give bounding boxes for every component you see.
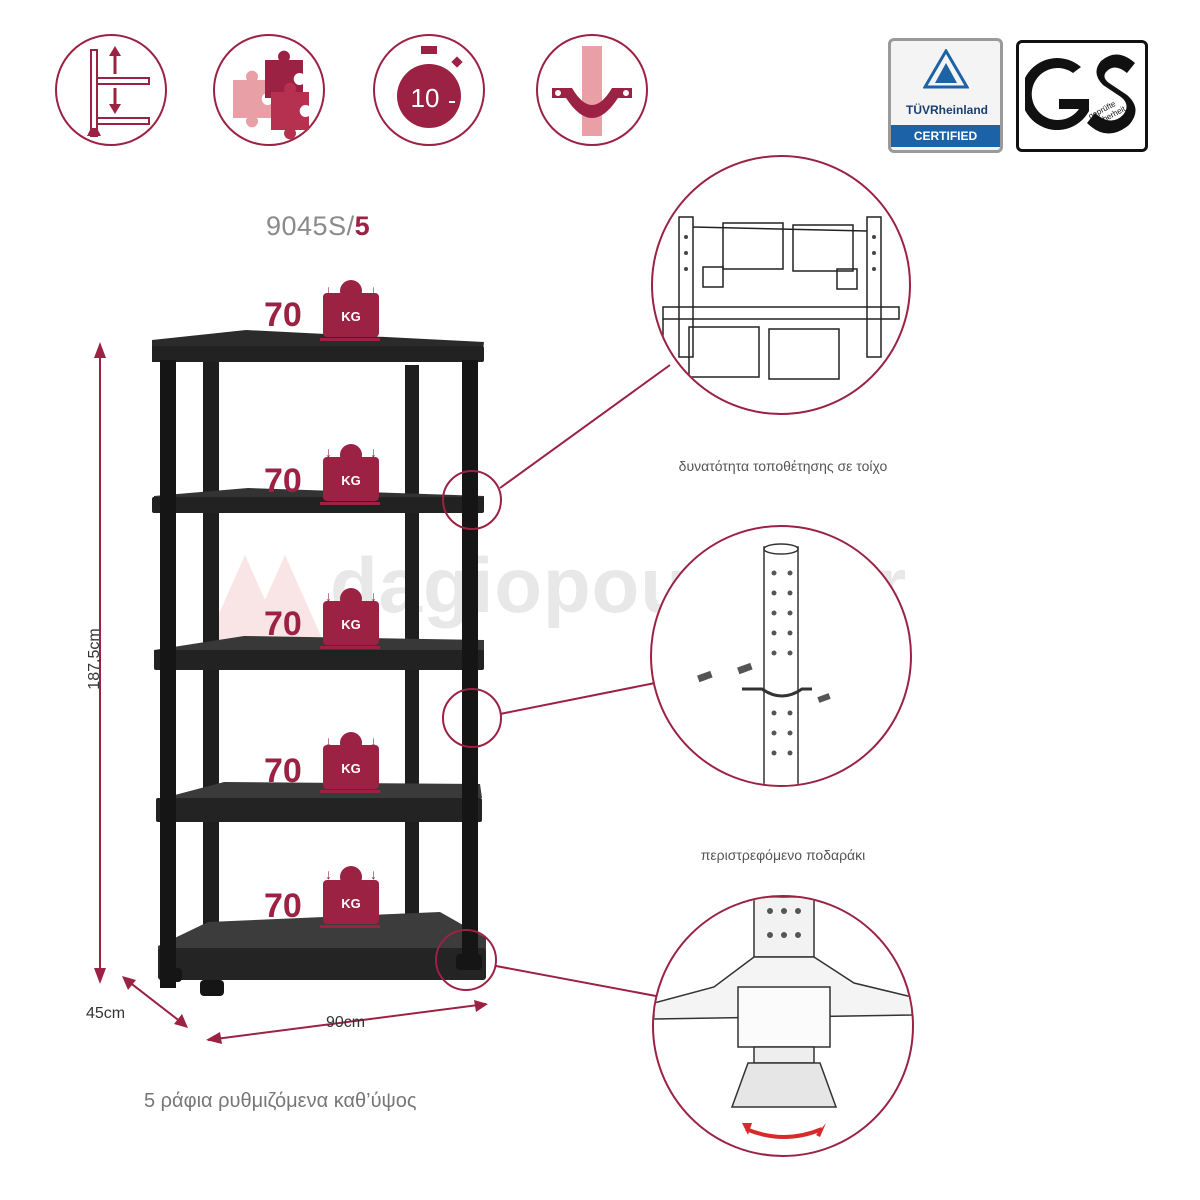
arrow-down-icon: ↓ bbox=[325, 866, 332, 882]
detail-shelf-joint bbox=[651, 155, 911, 415]
highlight-wall-fixing bbox=[442, 688, 502, 748]
wall-fixing-drawing bbox=[697, 543, 831, 785]
detail-wall-fixing bbox=[650, 525, 912, 787]
shelf-2 bbox=[152, 488, 484, 513]
shelf-bottom bbox=[158, 912, 486, 980]
arrow-down-icon: ↓ bbox=[370, 444, 377, 460]
caption-swivel-foot: περιστρεφόμενο ποδαράκι bbox=[700, 847, 866, 863]
weight-icon: KG bbox=[323, 745, 379, 789]
weight-icon: KG bbox=[323, 293, 379, 337]
highlight-shelf-joint bbox=[442, 470, 502, 530]
wall-bracket-icon bbox=[552, 46, 632, 136]
weight-icon: KG bbox=[323, 601, 379, 645]
tuv-brand: TÜVRheinland bbox=[905, 103, 988, 117]
caption-wall-mount: δυνατότητα τοποθέτησης σε τοίχο bbox=[678, 458, 888, 474]
adjustable-shelves-caption: 5 ράφια ρυθμιζόμενα καθ’ύψος bbox=[144, 1090, 417, 1112]
load-value: 70 bbox=[264, 296, 302, 334]
arrow-down-icon: ↓ bbox=[325, 282, 332, 298]
feature-assembly bbox=[213, 34, 325, 146]
shelf-3 bbox=[154, 636, 484, 670]
depth-label: 45cm bbox=[86, 1005, 126, 1022]
upright-front-right bbox=[462, 360, 478, 960]
weight-icon: KG bbox=[323, 457, 379, 501]
feature-wall-fixing bbox=[536, 34, 648, 146]
depth-dimension-line bbox=[123, 977, 187, 1027]
weight-base bbox=[320, 925, 380, 928]
model-suffix: 5 bbox=[354, 211, 371, 241]
height-label: 187,5cm bbox=[86, 628, 103, 690]
weight-base bbox=[320, 338, 380, 341]
load-value: 70 bbox=[264, 752, 302, 790]
width-dimension-line bbox=[207, 1003, 487, 1041]
foot-front-left bbox=[200, 980, 224, 996]
detail-swivel-foot bbox=[652, 895, 914, 1157]
weight-base bbox=[320, 790, 380, 793]
timer-text: 10 bbox=[411, 83, 440, 113]
arrow-down-icon: ↓ bbox=[325, 588, 332, 604]
highlight-foot bbox=[435, 929, 497, 991]
swivel-foot-drawing bbox=[654, 897, 912, 1139]
load-value: 70 bbox=[264, 462, 302, 500]
arrow-down-icon: ↓ bbox=[325, 444, 332, 460]
foot-front-right bbox=[456, 954, 482, 970]
watermark-logo bbox=[205, 555, 325, 645]
foot-back-left bbox=[160, 968, 182, 982]
width-label: 90cm bbox=[326, 1014, 366, 1031]
load-value: 70 bbox=[264, 887, 302, 925]
weight-base bbox=[320, 502, 380, 505]
puzzle-assembly-icon bbox=[233, 50, 309, 140]
tuv-badge: TÜVRheinland CERTIFIED bbox=[888, 38, 1003, 153]
gs-badge: geprüfte Sicherheit bbox=[1016, 40, 1148, 152]
shelf-top bbox=[152, 330, 484, 362]
feature-quick-assembly: 10 bbox=[373, 34, 485, 146]
feature-adjustable-height bbox=[55, 34, 167, 146]
shelf-joint-drawing bbox=[662, 216, 900, 387]
load-value: 70 bbox=[264, 605, 302, 643]
arrow-down-icon: ↓ bbox=[370, 733, 377, 749]
model-prefix: 9045S/ bbox=[266, 211, 355, 241]
timer-10-icon: 10 bbox=[397, 46, 463, 128]
gs-logo bbox=[1025, 54, 1136, 134]
model-number: 9045S/5 bbox=[266, 211, 370, 242]
shelf-4 bbox=[156, 782, 482, 822]
weight-icon: KG bbox=[323, 880, 379, 924]
tuv-certified: CERTIFIED bbox=[891, 125, 1000, 147]
tuv-triangle-icon bbox=[923, 49, 969, 89]
arrow-down-icon: ↓ bbox=[370, 282, 377, 298]
upright-front-left bbox=[160, 360, 176, 988]
arrow-down-icon: ↓ bbox=[370, 588, 377, 604]
adjustable-height-icon bbox=[87, 46, 150, 137]
arrow-down-icon: ↓ bbox=[370, 866, 377, 882]
weight-base bbox=[320, 646, 380, 649]
arrow-down-icon: ↓ bbox=[325, 733, 332, 749]
